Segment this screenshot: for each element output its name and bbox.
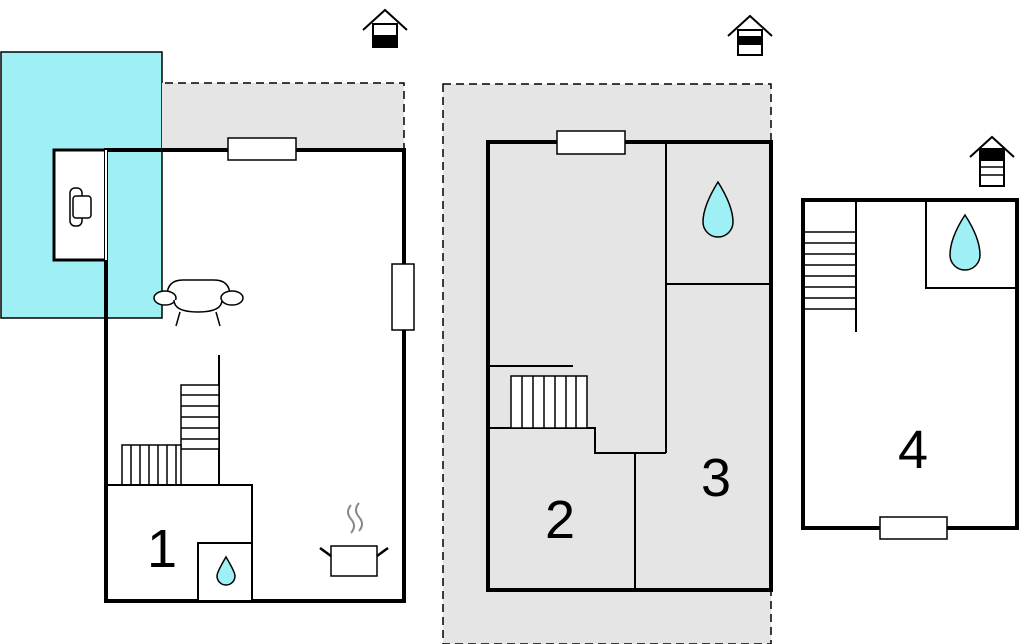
window-icon bbox=[227, 137, 297, 161]
water-drop-icon bbox=[702, 180, 734, 238]
window-icon bbox=[879, 516, 948, 540]
staircase-icon bbox=[805, 200, 857, 332]
water-drop-icon bbox=[949, 213, 981, 271]
outdoor-area-left-border bbox=[165, 82, 405, 150]
house-level-icon bbox=[727, 14, 773, 56]
house-level-icon bbox=[362, 8, 408, 48]
outdoor-area-left bbox=[162, 83, 404, 150]
bathroom bbox=[197, 542, 253, 602]
room-number: 1 bbox=[147, 519, 177, 579]
staircase-icon bbox=[121, 355, 220, 486]
cooking-pot-icon bbox=[319, 502, 389, 577]
room-number: 3 bbox=[701, 448, 731, 508]
room-number: 4 bbox=[898, 420, 928, 480]
table-icon bbox=[69, 187, 92, 227]
window-icon bbox=[391, 263, 415, 331]
building-2-walls bbox=[486, 140, 773, 592]
staircase-icon bbox=[490, 365, 588, 429]
outdoor-area-middle bbox=[442, 83, 772, 644]
window-icon bbox=[556, 130, 626, 155]
room-number: 2 bbox=[545, 490, 575, 550]
sofa-icon bbox=[153, 279, 244, 327]
water-drop-icon bbox=[216, 555, 236, 586]
house-level-icon bbox=[969, 135, 1015, 187]
